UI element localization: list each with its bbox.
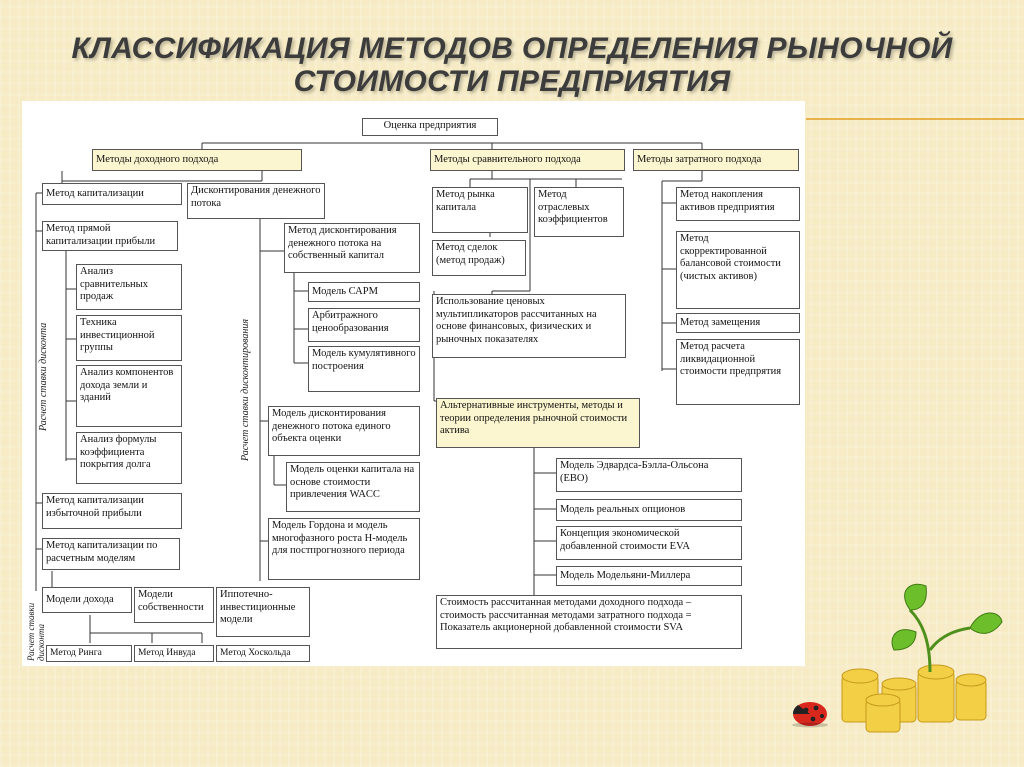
income-components-box: Анализ компонентов дохода земли и зданий — [76, 365, 182, 427]
deals-method-box: Метод сделок (метод продаж) — [432, 240, 526, 276]
modigliani-miller-box: Модель Модельяни-Миллера — [556, 566, 742, 586]
discount-rate-label-2: Расчет ставки дисконтирования — [240, 319, 251, 461]
connector-lines — [35, 142, 703, 643]
cashflow-models-box: Метод капитализации по расчетным моделям — [42, 538, 180, 570]
income-approach-header: Методы доходного подхода — [92, 149, 302, 171]
industry-coefficients-box: Метод отраслевых коэффициентов — [534, 187, 624, 237]
inwood-method-box: Метод Инвуда — [134, 645, 214, 662]
gordon-model-box: Модель Гордона и модель многофазного рос… — [268, 518, 420, 580]
ownership-models-box: Модели собственности — [134, 587, 214, 623]
capitalization-method-box: Метод капитализации — [42, 183, 182, 205]
dcf-equity-box: Метод дисконтирования денежного потока н… — [284, 223, 420, 273]
cumulative-model-box: Модель кумулятивного построения — [308, 346, 420, 392]
ebo-model-box: Модель Эдвардса-Бэлла-Ольсона (ЕВО) — [556, 458, 742, 492]
coins-sprout-illustration — [841, 583, 1003, 733]
slide-title-line-1: КЛАССИФИКАЦИЯ МЕТОДОВ ОПРЕДЕЛЕНИЯ РЫНОЧН… — [71, 32, 953, 65]
root-valuation-box: Оценка предприятия — [362, 118, 498, 136]
capm-model-box: Модель САРМ — [308, 282, 420, 302]
investment-group-box: Техника инвестиционной группы — [76, 315, 182, 361]
slide-title-line-2: СТОИМОСТИ ПРЕДПРИЯТИЯ — [293, 65, 731, 98]
liquidation-value-box: Метод расчета ликвидационной стоимости п… — [676, 339, 800, 405]
adjusted-balance-box: Метод скорректированной балансовой стоим… — [676, 231, 800, 309]
comparative-sales-box: Анализ сравнительных продаж — [76, 264, 182, 310]
replacement-method-box: Метод замещения — [676, 313, 800, 333]
wacc-model-box: Модель оценки капитала на основе стоимос… — [286, 462, 420, 512]
discount-rate-label-1: Расчет ставки дисконта — [38, 322, 49, 431]
ladybug-illustration — [792, 702, 828, 728]
excess-profit-box: Метод капитализации избыточной прибыли — [42, 493, 182, 529]
asset-accumulation-box: Метод накопления активов предприятия — [676, 187, 800, 221]
debt-coverage-box: Анализ формулы коэффициента покрытия дол… — [76, 432, 182, 484]
income-models-box: Модели дохода — [42, 587, 132, 613]
classification-diagram: Оценка предприятия Методы доходного подх… — [22, 101, 805, 666]
direct-capitalization-box: Метод прямой капитализации прибыли — [42, 221, 178, 251]
hoskold-method-box: Метод Хоскольда — [216, 645, 310, 662]
eva-concept-box: Концепция экономической добавленной стои… — [556, 526, 742, 560]
discount-rate-label-3: Расчет ставки дисконта — [26, 602, 46, 661]
dcf-box: Дисконтирования денежного потока — [187, 183, 325, 219]
real-options-box: Модель реальных опционов — [556, 499, 742, 521]
mortgage-models-box: Иппотечно-инвестиционные модели — [216, 587, 310, 637]
sva-formula-box: Стоимость рассчитанная методами доходног… — [436, 595, 742, 649]
arbitrage-pricing-box: Арбитражного ценообразования — [308, 308, 420, 342]
ring-method-box: Метод Ринга — [46, 645, 132, 662]
capital-market-method-box: Метод рынка капитала — [432, 187, 528, 233]
alternative-instruments-box: Альтернативные инструменты, методы и тео… — [436, 398, 640, 448]
cost-approach-header: Методы затратного подхода — [633, 149, 799, 171]
price-multipliers-box: Использование ценовых мультипликаторов р… — [432, 294, 626, 358]
comparative-approach-header: Методы сравнительного подхода — [430, 149, 625, 171]
single-object-dcf-box: Модель дисконтирования денежного потока … — [268, 406, 420, 456]
accent-divider — [806, 118, 1024, 120]
